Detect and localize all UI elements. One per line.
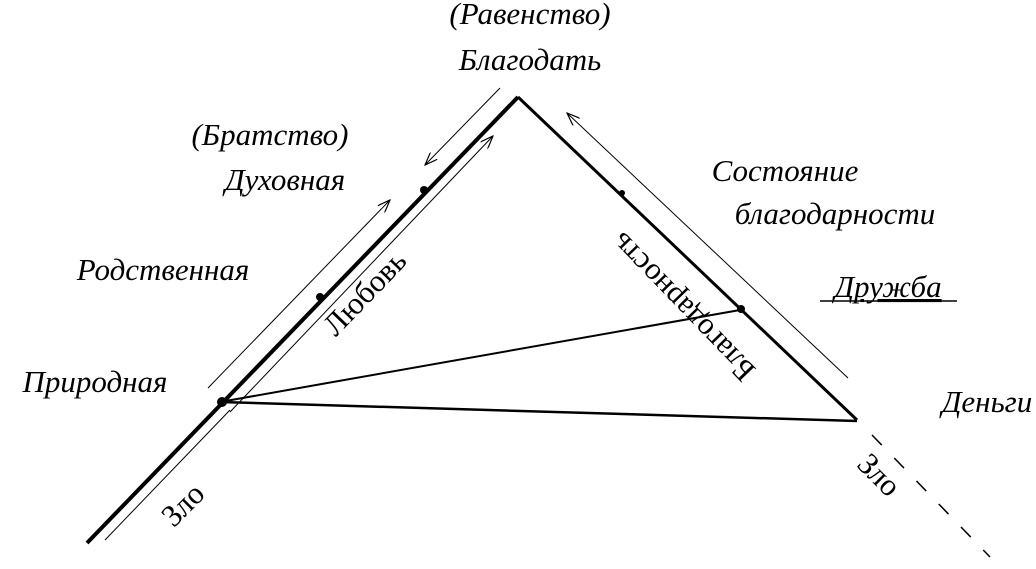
base-line xyxy=(219,400,858,423)
label-natural: Природная xyxy=(22,364,168,399)
arrow-inner-left-up xyxy=(229,136,493,413)
label-state-line1: Состояние xyxy=(712,153,859,188)
label-state-line2: благодарности xyxy=(735,196,936,231)
label-evil-right: Зло xyxy=(851,446,908,503)
inner-line xyxy=(219,309,741,403)
label-grace: Благодать xyxy=(458,42,602,77)
label-evil-left: Зло xyxy=(154,476,211,533)
label-spiritual: Духовная xyxy=(222,162,345,197)
label-equality: (Равенство) xyxy=(449,0,610,31)
arrow-right-up xyxy=(567,113,849,379)
label-kindred: Родственная xyxy=(76,252,250,287)
arrow-outer-left-up xyxy=(207,200,390,389)
right-side-line xyxy=(516,95,859,422)
evil-right-dashed-line xyxy=(871,434,991,558)
arrow-top-left-down xyxy=(425,87,501,165)
label-friendship: Дружба xyxy=(831,269,941,304)
evil-left-line xyxy=(104,409,231,541)
node-spiritual xyxy=(420,186,428,194)
node-gratitude-upper xyxy=(619,190,625,196)
label-money: Деньги xyxy=(939,384,1033,419)
node-kindred xyxy=(316,293,324,301)
label-brotherhood: (Братство) xyxy=(191,117,348,152)
node-natural xyxy=(217,397,227,407)
left-side-line xyxy=(85,95,520,545)
node-gratitude-lower xyxy=(737,305,745,313)
